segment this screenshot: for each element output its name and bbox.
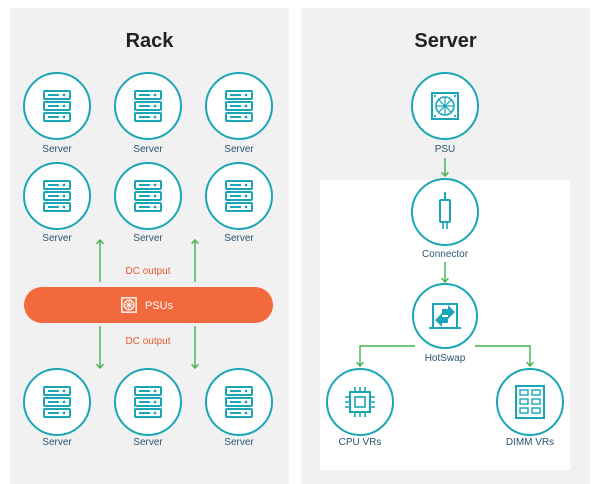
hotswap-node-circle xyxy=(412,283,478,349)
dc-output-bottom-label: DC output xyxy=(125,336,170,347)
rack-server-4: Server xyxy=(23,162,91,244)
server-label: Server xyxy=(42,144,72,155)
server-label: Server xyxy=(224,437,254,448)
server-label: Server xyxy=(42,437,72,448)
server-label: Server xyxy=(224,144,254,155)
cpu-vrs-label: CPU VRs xyxy=(339,437,382,448)
psus-bar-shape xyxy=(24,287,273,323)
dimm-node-circle xyxy=(496,368,564,436)
dimm-vrs-node: DIMM VRs xyxy=(496,368,564,448)
dimm-module-icon xyxy=(515,385,545,419)
server-label: Server xyxy=(133,233,163,244)
cpu-node-circle xyxy=(326,368,394,436)
psu-label: PSU xyxy=(435,144,456,155)
server-title: Server xyxy=(414,30,477,52)
server-label: Server xyxy=(42,233,72,244)
dc-output-top-label: DC output xyxy=(125,266,170,277)
rack-server-1: Server xyxy=(23,72,91,155)
rack-title: Rack xyxy=(125,30,174,52)
dimm-vrs-label: DIMM VRs xyxy=(506,437,554,448)
rack-server-5: Server xyxy=(114,162,182,244)
hotswap-label: HotSwap xyxy=(425,353,466,364)
psu-node: PSU xyxy=(411,72,479,155)
psus-bar: PSUs xyxy=(24,287,273,323)
rack-server-9: Server xyxy=(205,368,273,448)
connector-icon xyxy=(439,192,451,229)
hotswap-icon xyxy=(429,303,461,329)
arrow-hotswap-to-dimm xyxy=(475,345,530,366)
connector-node: Connector xyxy=(411,178,479,260)
rack-server-8: Server xyxy=(114,368,182,448)
cpu-chip-icon xyxy=(345,387,375,417)
connector-node-circle xyxy=(411,178,479,246)
cpu-vrs-node: CPU VRs xyxy=(326,368,394,448)
arrow-hotswap-to-cpu xyxy=(360,345,415,366)
rack-server-2: Server xyxy=(114,72,182,155)
rack-server-3: Server xyxy=(205,72,273,155)
server-label: Server xyxy=(224,233,254,244)
rack-server-7: Server xyxy=(23,368,91,448)
server-label: Server xyxy=(133,437,163,448)
psus-label: PSUs xyxy=(145,300,174,312)
server-label: Server xyxy=(133,144,163,155)
hotswap-node xyxy=(412,283,478,349)
psu-fan-icon xyxy=(121,297,137,313)
connector-label: Connector xyxy=(422,249,469,260)
rack-server-6: Server xyxy=(205,162,273,244)
